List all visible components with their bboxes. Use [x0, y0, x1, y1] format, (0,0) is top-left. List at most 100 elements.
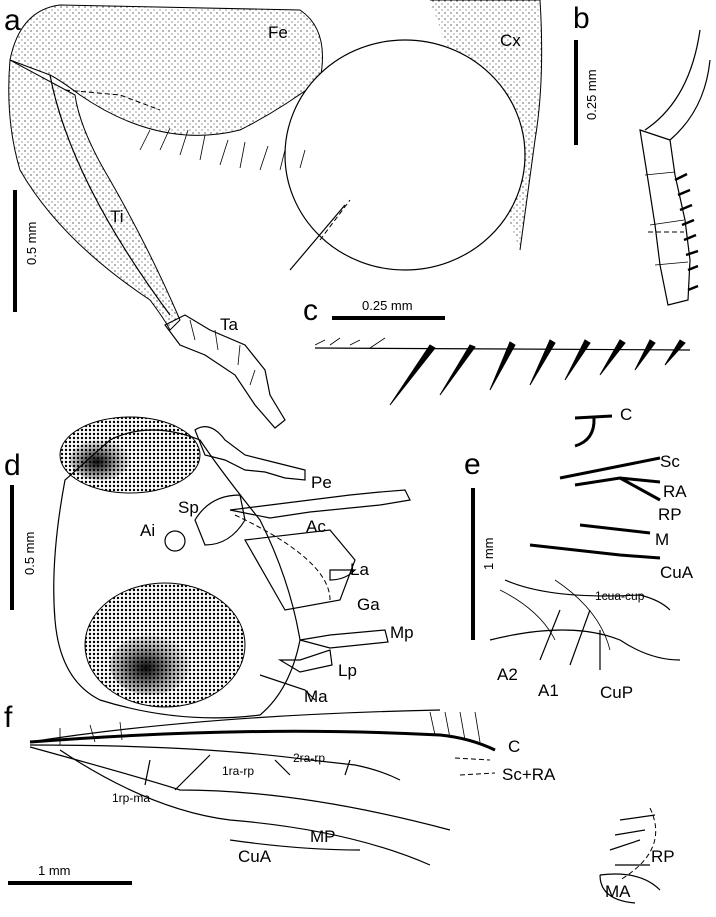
label-ta: Ta — [220, 315, 239, 334]
spur-dashed — [319, 199, 351, 241]
label-f-ma: MA — [605, 882, 631, 901]
panel-d: d Pe Sp Ai Ac La Ga Mp Lp Ma 0.5 mm — [4, 416, 414, 719]
vein-cua — [229, 839, 361, 851]
vein-rp — [29, 744, 401, 781]
panel-e-letter: e — [464, 448, 481, 481]
scale-label-a: 0.5 mm — [24, 222, 39, 265]
scale-label-b: 0.25 mm — [584, 69, 599, 120]
costal-crossveins — [59, 721, 123, 745]
panel-a-letter: a — [4, 4, 21, 37]
label-f-cua: CuA — [238, 847, 272, 866]
vein-ra-rp — [574, 476, 661, 502]
galea — [329, 569, 357, 581]
scale-label-f: 1 mm — [38, 863, 71, 878]
panel-a: a Fe Cx Ti Ta 0.5 mm — [4, 0, 543, 429]
label-fe: Fe — [268, 23, 288, 42]
femur-spines — [139, 127, 306, 171]
pterostigma-veins — [429, 711, 481, 743]
tarsus-b — [639, 129, 691, 306]
label-lp: Lp — [338, 661, 357, 680]
label-e-cuacup: 1cua-cup — [595, 589, 645, 603]
panel-d-letter: d — [4, 449, 21, 482]
c-baseline — [314, 347, 691, 351]
panel-b: b 0.25 mm — [573, 2, 711, 306]
antennal-insertion — [164, 530, 186, 552]
costal-margin — [29, 709, 441, 743]
spur — [289, 204, 346, 271]
vein-cup — [489, 629, 681, 661]
mandible — [259, 674, 316, 701]
label-e-ra: RA — [663, 482, 687, 501]
label-la: La — [350, 560, 369, 579]
label-e-cup: CuP — [600, 683, 633, 702]
tarsus-b-segments — [644, 171, 689, 266]
panel-c-letter: c — [303, 294, 318, 327]
tibia-b-edge2 — [669, 59, 711, 141]
c-spines — [389, 339, 686, 406]
label-f-rpma: 1rp-ma — [112, 791, 150, 805]
vein-sc-ra — [29, 729, 496, 752]
scale-label-e: 1 mm — [481, 538, 496, 571]
label-e-m: M — [655, 530, 669, 549]
eye-lower-shade — [110, 635, 190, 695]
label-e-a2: A2 — [497, 665, 518, 684]
label-ai: Ai — [140, 521, 155, 540]
label-pe: Pe — [311, 473, 332, 492]
panel-b-letter: b — [573, 2, 590, 35]
label-f-scra: Sc+RA — [502, 765, 556, 784]
label-f-rp: RP — [651, 847, 675, 866]
vein-sc — [559, 456, 661, 480]
vein-c — [574, 414, 613, 448]
anal-veins — [539, 609, 601, 670]
label-e-sc: Sc — [660, 452, 680, 471]
crossveins — [144, 754, 351, 791]
label-sp: Sp — [178, 498, 199, 517]
labial-palp — [277, 649, 333, 673]
tarsus — [164, 314, 286, 429]
antenna — [194, 426, 306, 481]
clypeus-dashed — [234, 514, 331, 601]
label-e-cua: CuA — [660, 563, 694, 582]
vein-m — [579, 523, 651, 535]
tibia-inner-edge — [49, 74, 171, 316]
vein-cua-cup — [504, 579, 671, 611]
c-small-setae — [314, 337, 386, 349]
label-f-ra1: 1ra-rp — [222, 764, 254, 778]
panel-f-letter: f — [4, 701, 13, 734]
tibia-b-edge1 — [644, 29, 701, 131]
label-f-ra2: 2ra-rp — [293, 751, 325, 765]
label-ga: Ga — [357, 595, 380, 614]
label-cx: Cx — [500, 31, 521, 50]
scale-label-d: 0.5 mm — [22, 532, 37, 575]
vein-mp — [59, 749, 431, 866]
apex-veins-lower — [599, 874, 636, 904]
scape — [194, 494, 246, 546]
head-capsule — [53, 429, 301, 719]
label-f-mp: MP — [310, 827, 336, 846]
vein-cua — [529, 543, 661, 560]
label-e-rp: RP — [658, 505, 682, 524]
tarsus-segments — [189, 319, 256, 386]
vein-f-dashed — [454, 757, 496, 776]
femur-suture — [64, 89, 161, 111]
label-e-a1: A1 — [538, 681, 559, 700]
eye-upper-shade — [70, 440, 130, 480]
coxa-socket — [284, 39, 526, 271]
labial-palp-d — [229, 489, 411, 519]
label-f-c: C — [508, 737, 520, 756]
label-ma: Ma — [304, 687, 328, 706]
panel-e: e C Sc RA RP M CuA 1cua-cup A2 A1 CuP 1 … — [464, 405, 694, 702]
label-ti: Ti — [110, 207, 124, 226]
apex-veins — [599, 814, 661, 891]
vein-ma — [29, 746, 451, 831]
panel-f: f C Sc+RA 1ra-rp 2ra-rp 1rp-ma MP CuA RP… — [4, 701, 675, 904]
femur — [9, 4, 323, 136]
tarsus-b-spines — [674, 172, 699, 292]
label-e-c: C — [620, 405, 632, 424]
apex-margin — [619, 807, 657, 881]
panel-c: c 0.25 mm — [303, 294, 691, 406]
wing-e-folds — [499, 579, 611, 651]
labrum — [244, 529, 356, 611]
